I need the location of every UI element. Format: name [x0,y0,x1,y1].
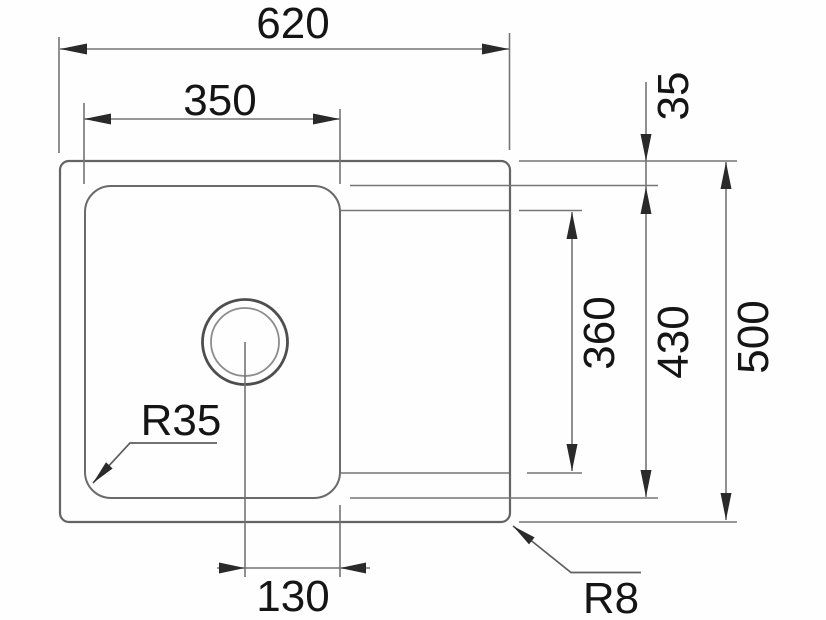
arrowhead-500-bottom [720,493,732,520]
label-bowl-length: 430 [649,305,698,378]
arrowheads [60,43,732,574]
label-bowl-corner-radius: R35 [141,396,222,445]
sink-outer-rim-outline [58,159,512,524]
arrowhead-350-right [313,113,340,125]
object-outlines [58,159,658,524]
label-drain-center-offset: 130 [256,572,329,620]
sink-bowl-outline [84,185,341,499]
label-overall-width: 620 [256,0,329,48]
dimension-labels: 620 350 35 360 430 500 130 R35 R8 [141,0,778,620]
arrowhead-r8-leader [513,526,535,545]
extension-lines [58,33,737,577]
label-drainer-length: 360 [575,296,624,369]
arrowhead-130-left [219,562,245,574]
arrowhead-360-top [566,212,578,239]
arrowhead-430-bottom [640,470,652,497]
label-outer-corner-radius: R8 [583,574,639,620]
leader-line-r8 [512,525,641,574]
arrowhead-35-top [640,134,652,161]
label-bowl-width: 350 [183,76,256,125]
label-overall-depth: 500 [729,300,778,373]
arrowhead-620-left [60,43,87,55]
dimension-lines [60,48,727,574]
arrowhead-360-bottom [566,444,578,471]
label-top-edge-offset: 35 [649,72,698,121]
leader-line-r35 [92,442,217,484]
arrowhead-r35-leader [93,462,113,483]
arrowhead-35-430-shared [640,187,652,214]
arrowhead-620-right [482,43,509,55]
arrowhead-500-top [720,162,732,189]
arrowhead-130-right [340,562,366,574]
arrowhead-350-left [84,113,111,125]
